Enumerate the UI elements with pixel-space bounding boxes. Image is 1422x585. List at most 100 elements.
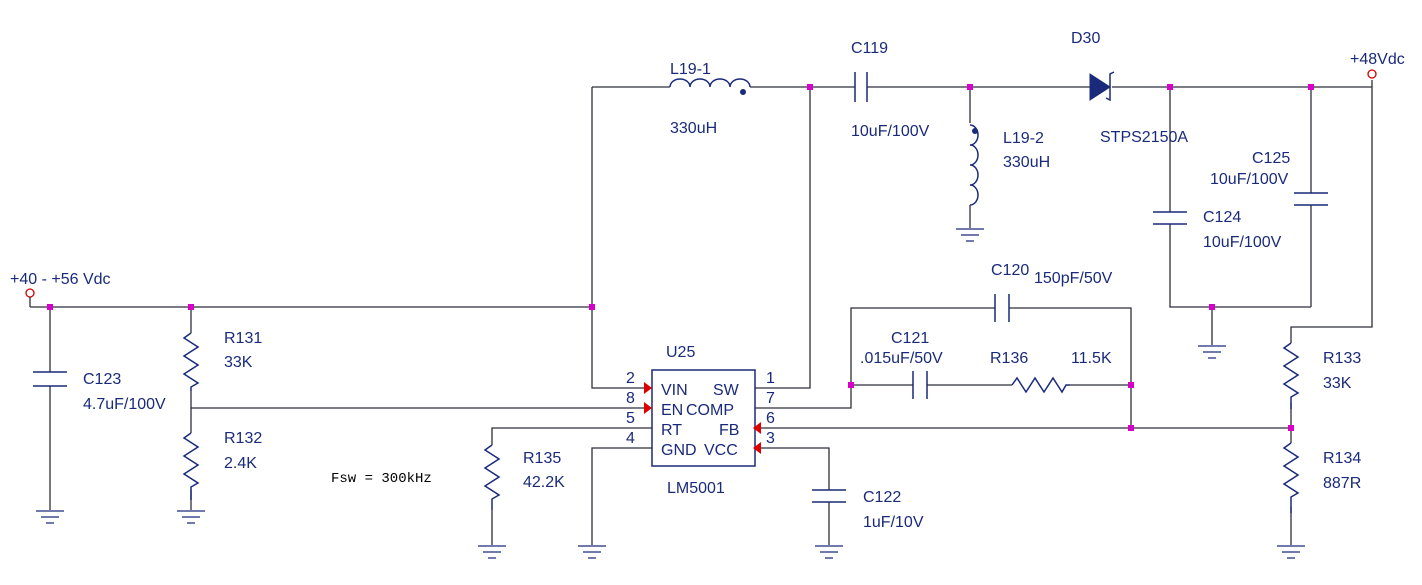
pin-name-vin: VIN xyxy=(661,382,688,399)
r136-ref: R136 xyxy=(990,350,1028,367)
junction-dot xyxy=(188,304,194,310)
pin-number: 2 xyxy=(626,370,635,387)
pin-name-vcc: VCC xyxy=(704,442,738,459)
c120-value: 150pF/50V xyxy=(1034,270,1113,287)
junction-dot xyxy=(1128,425,1134,431)
junction-dot xyxy=(589,304,595,310)
pin-arrow-icon xyxy=(753,422,761,434)
ground-icon xyxy=(578,545,606,559)
capacitor-c121: C121 .015uF/50V xyxy=(860,330,943,399)
r131-ref: R131 xyxy=(224,330,262,347)
junction-dot xyxy=(1288,425,1294,431)
r132-value: 2.4K xyxy=(224,455,257,472)
r133-ref: R133 xyxy=(1323,350,1361,367)
l19-1-ref: L19-1 xyxy=(670,61,711,78)
pin-name-gnd: GND xyxy=(661,442,697,459)
junction-dot xyxy=(848,382,854,388)
junction-dot xyxy=(47,304,53,310)
c125-value: 10uF/100V xyxy=(1210,171,1289,188)
ground-icon xyxy=(36,510,64,524)
resistor-r135: R135 42.2K xyxy=(483,444,565,510)
pin-number: 3 xyxy=(766,430,775,447)
capacitor-c120: C120 150pF/50V xyxy=(991,262,1113,322)
c122-value: 1uF/10V xyxy=(863,514,924,531)
pin-name-en: EN xyxy=(661,402,683,419)
pin-arrow-icon xyxy=(644,402,652,414)
pin-arrow-icon xyxy=(644,382,652,394)
pin-number: 5 xyxy=(626,410,635,427)
r136-value: 11.5K xyxy=(1071,350,1112,367)
c119-value: 10uF/100V xyxy=(851,123,930,140)
r135-value: 42.2K xyxy=(523,474,565,491)
ground-icon xyxy=(478,545,506,559)
resistor-r134: R134 887R xyxy=(1282,442,1361,513)
c121-ref: C121 xyxy=(891,330,929,347)
c121-value: .015uF/50V xyxy=(860,350,943,367)
l19-2-ref: L19-2 xyxy=(1003,130,1044,147)
c122-ref: C122 xyxy=(863,489,901,506)
junction-dot xyxy=(1308,84,1314,90)
ground-icon xyxy=(1277,545,1305,559)
pin-arrow-icon xyxy=(753,442,761,454)
c119-ref: C119 xyxy=(851,40,888,57)
ground-icon xyxy=(815,545,843,559)
l19-2-value: 330uH xyxy=(1003,154,1050,171)
polarity-dot xyxy=(740,89,746,95)
resistor-r131: R131 33K xyxy=(182,330,262,391)
r133-value: 33K xyxy=(1323,375,1352,392)
inductor-l19-2: L19-2 330uH xyxy=(969,124,1050,206)
c123-value: 4.7uF/100V xyxy=(83,396,166,413)
r135-ref: R135 xyxy=(523,450,561,467)
ground-symbols xyxy=(36,228,1305,559)
capacitor-c122: C122 1uF/10V xyxy=(812,489,924,531)
inductor-l19-1: L19-1 330uH xyxy=(669,61,751,137)
resistor-r136: R136 11.5K xyxy=(990,350,1112,394)
pin-number: 4 xyxy=(626,430,635,447)
ic-part: LM5001 xyxy=(667,480,725,497)
capacitor-c125: C125 10uF/100V xyxy=(1210,150,1328,206)
junction-dot xyxy=(967,84,973,90)
diode-d30: D30 STPS2150A xyxy=(1071,30,1188,146)
ic-body xyxy=(651,369,756,467)
r134-value: 887R xyxy=(1323,475,1361,492)
capacitor-c124: C124 10uF/100V xyxy=(1153,209,1282,251)
r131-value: 33K xyxy=(224,354,253,371)
junction-dot xyxy=(1167,84,1173,90)
pin-name-rt: RT xyxy=(661,422,682,439)
output-net-label: +48Vdc xyxy=(1350,51,1405,68)
capacitor-c119: C119 10uF/100V xyxy=(851,40,930,140)
c125-ref: C125 xyxy=(1252,150,1290,167)
junction-dot xyxy=(1128,382,1134,388)
c123-ref: C123 xyxy=(83,371,121,388)
capacitor-c123: C123 4.7uF/100V xyxy=(33,371,166,413)
pin-number: 1 xyxy=(766,370,775,387)
ic-ref: U25 xyxy=(666,344,695,361)
input-net-label: +40 - +56 Vdc xyxy=(10,271,111,288)
switching-frequency-note: Fsw = 300kHz xyxy=(331,471,432,487)
d30-ref: D30 xyxy=(1071,30,1100,47)
c120-ref: C120 xyxy=(991,262,1029,279)
pin-name-comp: COMP xyxy=(686,402,734,419)
pin-name-fb: FB xyxy=(719,422,739,439)
pin-number: 6 xyxy=(766,410,775,427)
pin-number: 7 xyxy=(766,390,775,407)
ground-icon xyxy=(177,510,205,524)
ic-lm5001: VIN EN RT GND SW COMP FB VCC 2 8 5 4 1 7… xyxy=(626,344,775,497)
ground-icon xyxy=(1198,345,1226,359)
r134-ref: R134 xyxy=(1323,450,1361,467)
wires xyxy=(30,80,1373,545)
c124-ref: C124 xyxy=(1203,209,1241,226)
junction-dot xyxy=(807,84,813,90)
junction-dot xyxy=(1209,304,1215,310)
pin-number: 8 xyxy=(626,390,635,407)
input-port-connector xyxy=(25,288,35,298)
junctions xyxy=(47,84,1314,431)
l19-1-value: 330uH xyxy=(670,120,717,137)
output-port-connector xyxy=(1367,69,1377,79)
ground-icon xyxy=(956,228,984,242)
resistor-r132: R132 2.4K xyxy=(182,430,262,500)
pin-name-sw: SW xyxy=(713,382,740,399)
r132-ref: R132 xyxy=(224,430,262,447)
resistor-r133: R133 33K xyxy=(1282,342,1361,409)
